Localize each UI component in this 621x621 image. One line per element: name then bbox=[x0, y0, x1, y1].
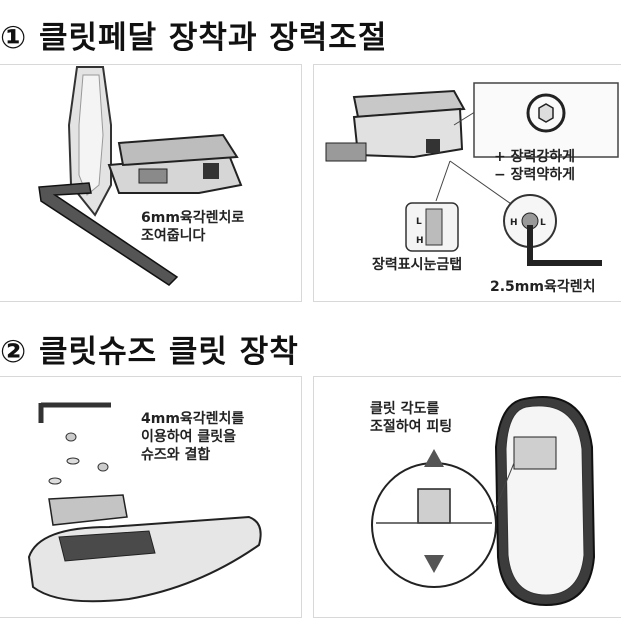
pedal-install-label-line2: 조여줍니다 bbox=[141, 228, 206, 244]
panel-cleat-angle: 클릿 각도를 조절하여 피팅 bbox=[313, 376, 621, 618]
section2-title: ② 클릿슈즈 클릿 장착 bbox=[0, 334, 299, 370]
pedal-install-label-line1: 6mm육각렌치로 bbox=[141, 210, 245, 226]
tension-indicator-label: 장력표시눈금탭 bbox=[372, 257, 463, 273]
hex-wrench-label: 2.5mm육각렌치 bbox=[490, 279, 596, 295]
panel-pedal-install: 6mm육각렌치로 조여줍니다 bbox=[0, 64, 302, 302]
tension-adjust-illustration bbox=[325, 82, 619, 266]
cleat-angle-label-line1: 클릿 각도를 bbox=[370, 401, 440, 417]
tension-minus-label: − 장력약하게 bbox=[494, 167, 576, 183]
panel-cleat-install: 4mm육각렌치를 이용하여 클릿을 슈즈와 결합 bbox=[0, 376, 302, 618]
pedal-install-illustration bbox=[38, 66, 243, 286]
dial-letter-h: H bbox=[416, 236, 424, 246]
cleat-angle-illustration bbox=[371, 396, 596, 607]
dial-letter-l: L bbox=[416, 217, 422, 227]
panel-tension-adjust: L H H L + 장력강하게 − 장력약하게 장력표시눈금탭 2.5mm육각렌… bbox=[313, 64, 621, 302]
cleat-install-label-line2: 이용하여 클릿을 bbox=[141, 429, 237, 445]
cleat-angle-label-line2: 조절하여 피팅 bbox=[370, 419, 453, 435]
cleat-install-illustration bbox=[27, 402, 262, 603]
cleat-install-label-line1: 4mm육각렌치를 bbox=[141, 411, 245, 427]
section1-title: ① 클릿페달 장착과 장력조절 bbox=[0, 20, 388, 56]
knob-letter-l: L bbox=[540, 218, 546, 228]
knob-letter-h: H bbox=[510, 218, 518, 228]
tension-plus-label: + 장력강하게 bbox=[494, 149, 576, 165]
cleat-install-label-line3: 슈즈와 결합 bbox=[141, 447, 211, 463]
